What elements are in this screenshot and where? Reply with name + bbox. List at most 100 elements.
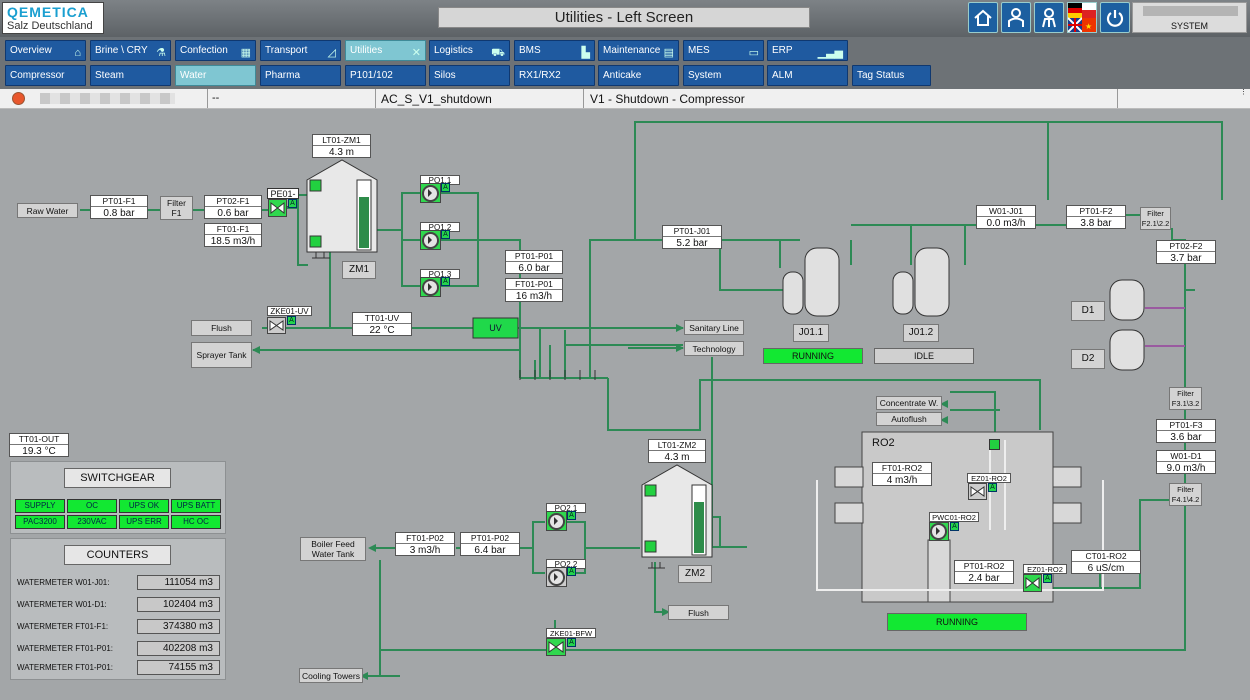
- zke01-uv-valve[interactable]: [267, 317, 286, 334]
- alarm-message: V1 - Shutdown - Compressor: [590, 92, 745, 106]
- flush-target[interactable]: Flush: [191, 320, 252, 336]
- nav-bottom-row: Compressor Steam Water Pharma P101/102 S…: [0, 63, 1250, 89]
- calendar-icon: ▤: [663, 47, 674, 59]
- zm1-tank[interactable]: [306, 158, 378, 254]
- nav-maintenance[interactable]: Maintenance▤: [598, 40, 679, 61]
- nav-water[interactable]: Water: [175, 65, 256, 86]
- company-logo: QEMETICA Salz Deutschland: [2, 2, 104, 34]
- uv-unit[interactable]: UV: [489, 323, 502, 333]
- switchgear-cell: OC: [67, 499, 117, 513]
- pe01-f1-valve[interactable]: [268, 199, 287, 217]
- nav-erp[interactable]: ERP▁▃▅: [767, 40, 848, 61]
- home-icon: ⌂: [74, 47, 81, 59]
- nav-overview[interactable]: Overview⌂: [5, 40, 86, 61]
- alarm-scroll-icon[interactable]: ⋮⋮: [1240, 89, 1250, 96]
- building-icon: ▙: [581, 47, 590, 59]
- logo-text: QEMETICA: [7, 4, 89, 20]
- nav-pharma[interactable]: Pharma: [260, 65, 341, 86]
- po13-pump[interactable]: [420, 277, 441, 297]
- nav-tag-status[interactable]: Tag Status: [852, 65, 931, 86]
- tag-value: 0.0 m3/h: [986, 218, 1026, 229]
- user-name-redacted: [1143, 6, 1238, 16]
- nav-steam[interactable]: Steam: [90, 65, 171, 86]
- nav-bms[interactable]: BMS▙: [514, 40, 595, 61]
- po11-pump[interactable]: [420, 183, 441, 203]
- autoflush[interactable]: Autoflush: [876, 412, 942, 426]
- flush2-target[interactable]: Flush: [668, 605, 729, 620]
- tag-value: 6.0 bar: [518, 263, 550, 274]
- nav-confection[interactable]: Confection▦: [175, 40, 256, 61]
- nav-compressor[interactable]: Compressor: [5, 65, 86, 86]
- po12-pump[interactable]: [420, 230, 441, 250]
- divider: [207, 89, 208, 108]
- filter-f4[interactable]: Filter F4.1\4.2: [1169, 483, 1202, 506]
- nav-p101-102[interactable]: P101/102: [345, 65, 426, 86]
- nav-mes[interactable]: MES▭: [683, 40, 764, 61]
- zm2-tank[interactable]: [641, 463, 713, 559]
- nav-silos[interactable]: Silos: [429, 65, 510, 86]
- technology-line[interactable]: Technology: [684, 341, 744, 356]
- sprayer-tank[interactable]: Sprayer Tank: [191, 342, 252, 368]
- nav-utilities[interactable]: Utilities✕: [345, 40, 426, 61]
- nav-brine-cry[interactable]: Brine \ CRY⚗: [90, 40, 171, 61]
- svg-text:★: ★: [1085, 22, 1092, 31]
- po21-pump[interactable]: [546, 511, 567, 531]
- tag-label: TT01-OUT: [10, 434, 68, 445]
- nav-transport[interactable]: Transport◿: [260, 40, 341, 61]
- home-button[interactable]: [968, 2, 998, 33]
- operator-button[interactable]: [1034, 2, 1064, 33]
- cooling-towers[interactable]: Cooling Towers: [299, 668, 363, 683]
- sanitary-line[interactable]: Sanitary Line: [684, 320, 744, 335]
- filter-f2[interactable]: Filter F2.1\2.2: [1140, 207, 1171, 230]
- raw-water-source[interactable]: Raw Water: [17, 203, 78, 218]
- user-button[interactable]: [1001, 2, 1031, 33]
- nav-label: Brine \ CRY: [95, 45, 148, 56]
- boiler-feed-water-tank[interactable]: Boiler Feed Water Tank: [300, 537, 366, 561]
- nav-rx1-rx2[interactable]: RX1/RX2: [514, 65, 595, 86]
- alarm-bar[interactable]: -- AC_S_V1_shutdown V1 - Shutdown - Comp…: [0, 89, 1250, 109]
- pump-icon: [930, 523, 947, 540]
- chart-icon: ◿: [327, 47, 336, 59]
- tag-value: 19.3 °C: [22, 446, 56, 457]
- nav-anticake[interactable]: Anticake: [598, 65, 679, 86]
- power-button[interactable]: [1100, 2, 1130, 33]
- concentrate-water[interactable]: Concentrate W.: [876, 396, 942, 410]
- nav-logistics[interactable]: Logistics⛟: [429, 40, 510, 61]
- ez01-ro2-b-valve[interactable]: [1023, 574, 1042, 592]
- tag-label: LT01-ZM2: [649, 440, 705, 451]
- zke01-bfw-valve[interactable]: [546, 638, 566, 656]
- switchgear-cell: UPS BATT: [171, 499, 221, 513]
- ez01-ro2-valve[interactable]: [968, 483, 987, 500]
- language-button[interactable]: ★: [1067, 2, 1097, 33]
- tag-label: PT01-J01: [663, 226, 721, 237]
- divider: [375, 89, 376, 108]
- filter-f1[interactable]: Filter F1: [160, 196, 193, 220]
- pwc01-ro2-pump[interactable]: [929, 522, 949, 541]
- nav-system[interactable]: System: [683, 65, 764, 86]
- po22-pump[interactable]: [546, 567, 567, 587]
- filter-f3[interactable]: Filter F3.1\3.2: [1169, 387, 1202, 410]
- counter-value: 402208 m3: [137, 641, 220, 656]
- nav-alm[interactable]: ALM: [767, 65, 848, 86]
- tag-label: LT01-ZM1: [313, 135, 370, 146]
